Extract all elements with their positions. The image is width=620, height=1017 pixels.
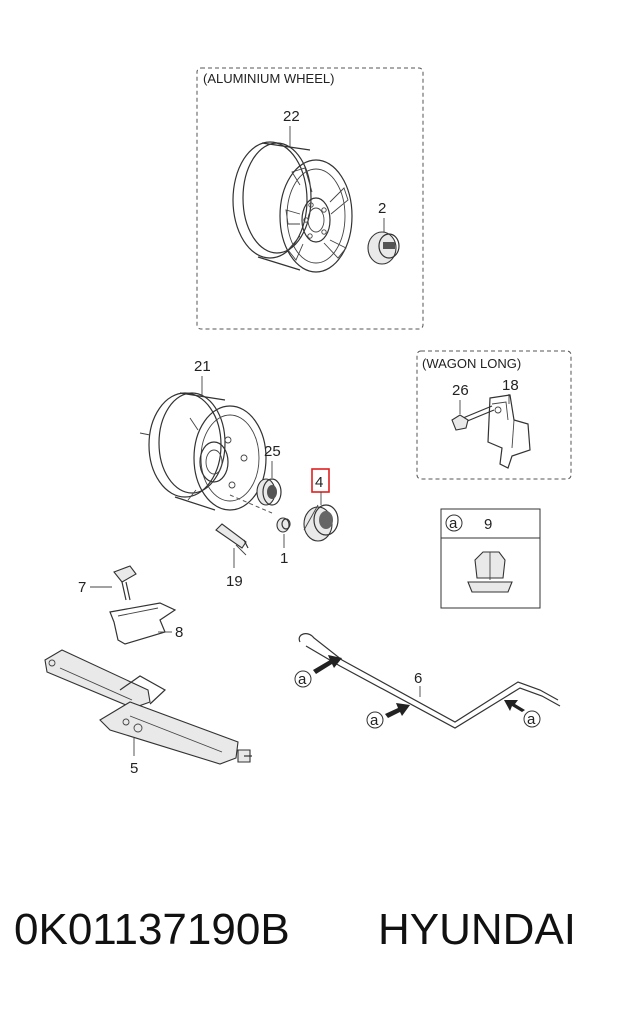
bracket-18-drawing: [487, 394, 531, 469]
handle-6-drawing: [298, 633, 561, 729]
marker-a-left: a: [294, 655, 342, 688]
valve-19-drawing: [215, 523, 249, 556]
wagon-long-box: [416, 350, 572, 480]
brand-name: HYUNDAI: [378, 905, 577, 954]
footer: 0K01137190B HYUNDAI: [0, 905, 620, 975]
callout-18: 18: [502, 377, 519, 394]
bracket-8-drawing: [109, 602, 177, 645]
clip-9-drawing: [467, 551, 513, 593]
callout-5: 5: [130, 760, 138, 777]
svg-text:a: a: [527, 711, 536, 728]
marker-a-label: a: [449, 515, 458, 532]
clip-9-box: [440, 508, 541, 609]
wagon-long-group: (WAGON LONG) 26 18: [416, 350, 572, 480]
callout-4: 4: [315, 474, 323, 491]
callout-26: 26: [452, 382, 469, 399]
callout-7: 7: [78, 579, 86, 596]
callout-2: 2: [378, 200, 386, 217]
steel-wheel-21-drawing: [139, 392, 273, 514]
wagon-long-title: (WAGON LONG): [422, 356, 521, 371]
aluminium-wheel-box: [196, 67, 424, 330]
center-cap-2-drawing: [367, 231, 400, 265]
callout-22: 22: [283, 108, 300, 125]
aluminium-wheel-group: (ALUMINIUM WHEEL) 22 2: [196, 67, 424, 330]
marker-a-right: a: [504, 700, 541, 728]
marker-a-circle: [445, 514, 463, 532]
callout-21: 21: [194, 358, 211, 375]
callout-8: 8: [175, 624, 183, 641]
callout-1: 1: [280, 550, 288, 567]
marker-a-bottom: a: [366, 703, 410, 729]
parts-diagram: (ALUMINIUM WHEEL) 22 2: [44, 67, 572, 777]
clip-9-box-group: a 9: [440, 508, 541, 609]
aluminium-wheel-drawing: [232, 141, 353, 273]
wheel-nut-1-drawing: [276, 517, 291, 533]
svg-text:a: a: [370, 712, 379, 729]
callout-6: 6: [414, 670, 422, 687]
hub-cap-4-drawing: [303, 504, 339, 542]
svg-text:a: a: [298, 671, 307, 688]
callout-4-highlight: [311, 468, 330, 493]
part-number: 0K01137190B: [14, 905, 290, 954]
callout-25: 25: [264, 443, 281, 460]
aluminium-wheel-title: (ALUMINIUM WHEEL): [203, 71, 334, 86]
callout-19: 19: [226, 573, 243, 590]
jack-5-drawing: [44, 649, 252, 765]
callout-9: 9: [484, 516, 492, 533]
bolt-7-drawing: [113, 565, 137, 601]
bolt-26-drawing: [451, 405, 495, 431]
nut-25-drawing: [256, 478, 282, 506]
